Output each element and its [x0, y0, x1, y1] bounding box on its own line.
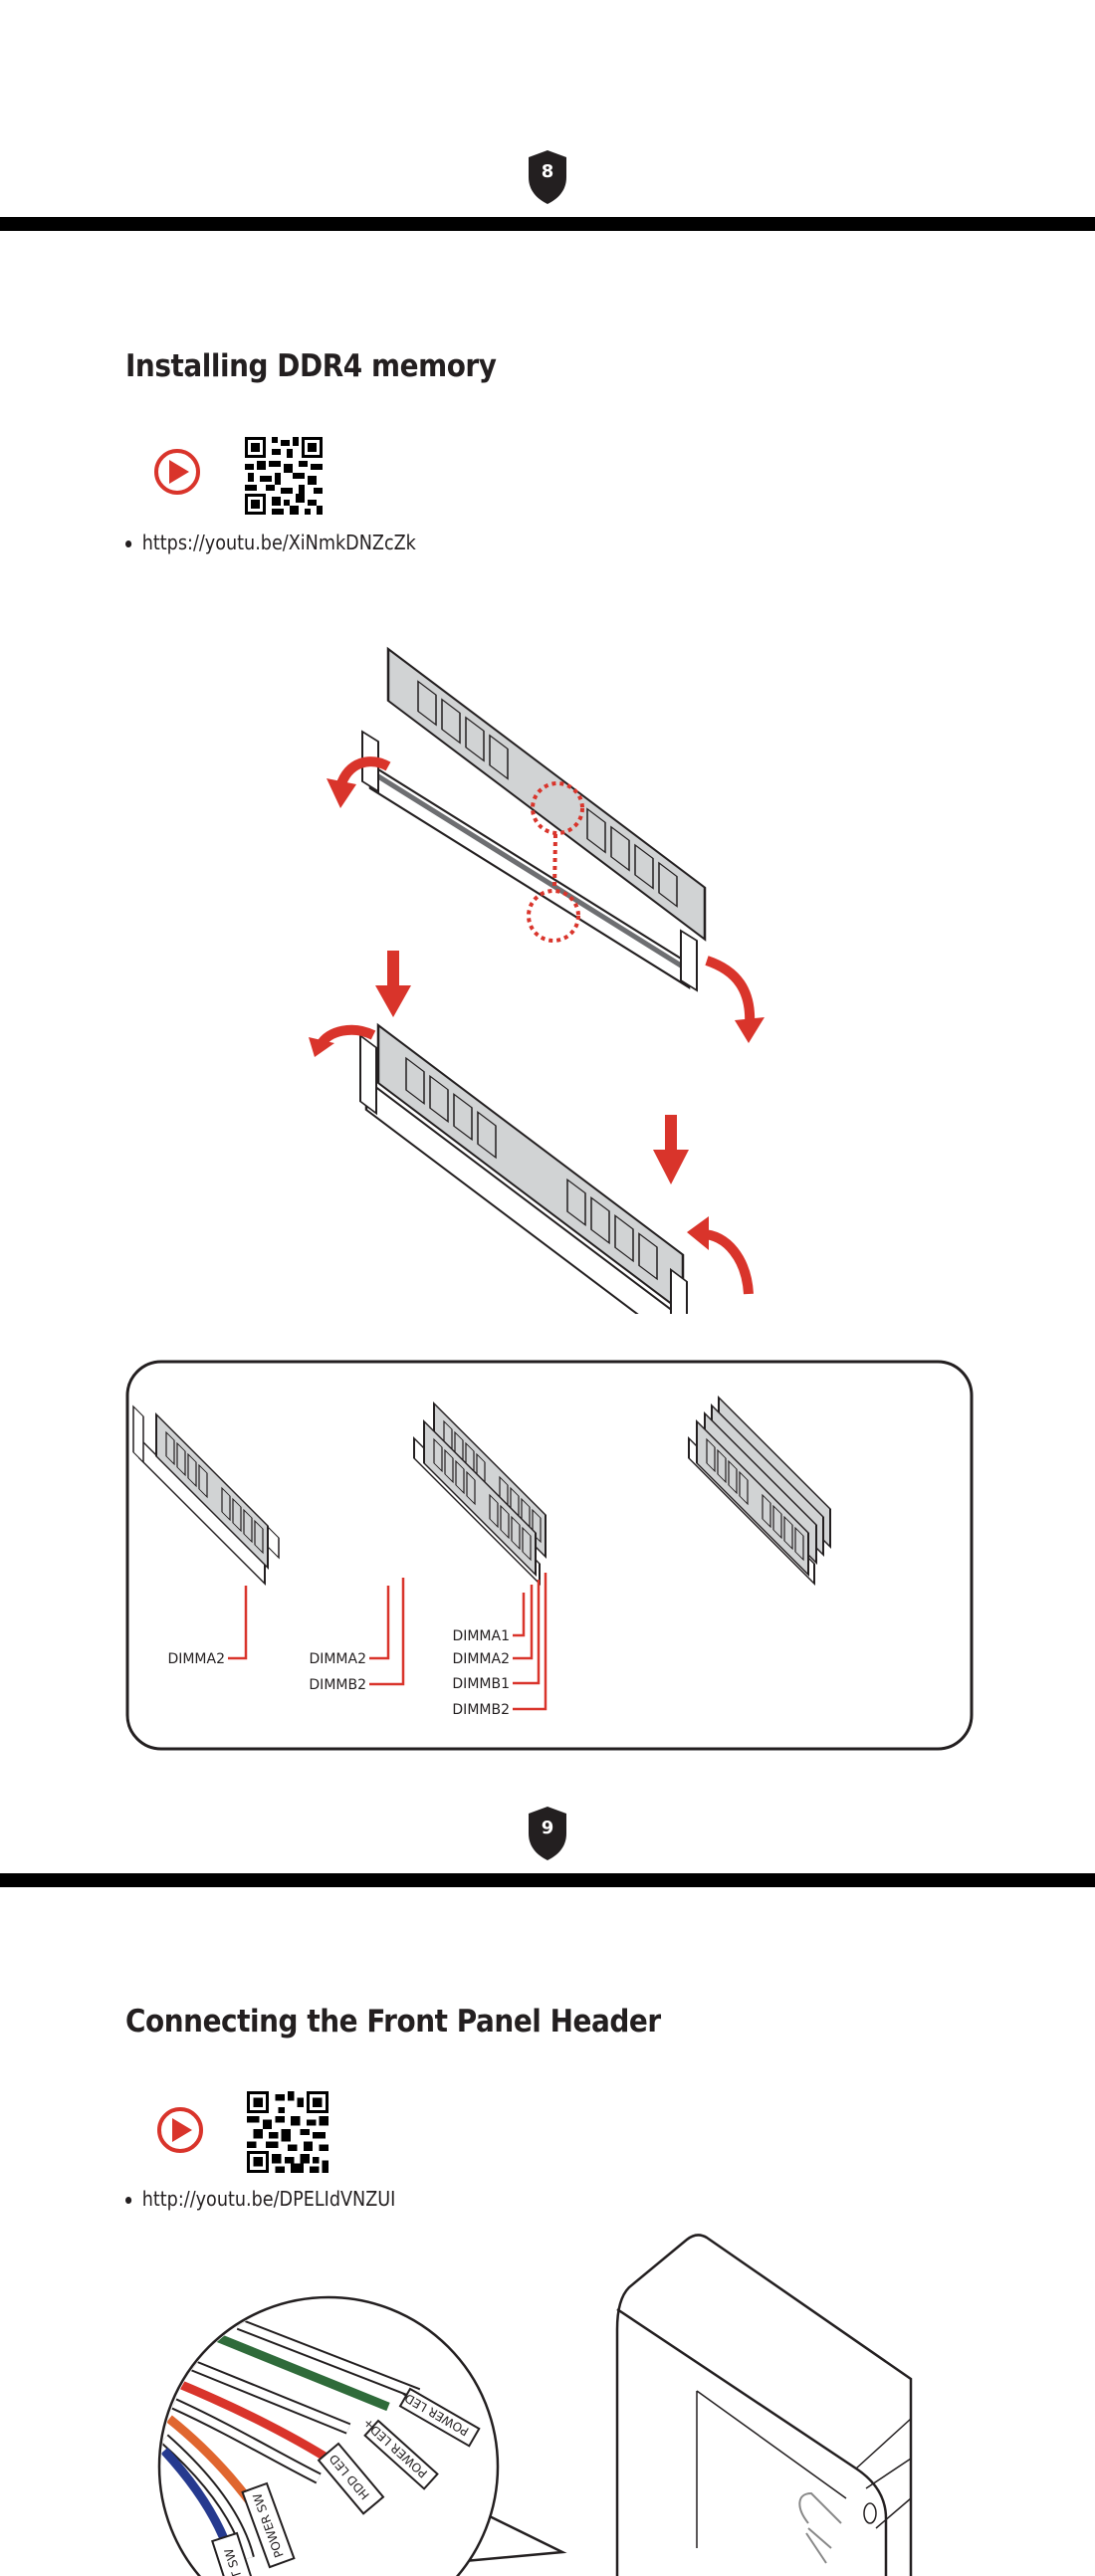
slot-label: DIMMA2: [309, 1651, 366, 1667]
step-number: 9: [541, 1818, 554, 1838]
play-video-icon[interactable]: [155, 2105, 205, 2155]
ram-module: [386, 646, 707, 942]
dimm-slot: [361, 730, 698, 992]
qr-code[interactable]: [247, 2090, 328, 2174]
pc-case: [615, 2234, 913, 2576]
step-badge: 8: [526, 149, 569, 205]
arrow-icon: [735, 1017, 765, 1043]
two-module-configuration: [413, 1401, 547, 1586]
front-panel-illustration: POWER LED- POWER LED+ HDD LED POWER SW R…: [157, 2234, 913, 2576]
front-panel-wires: POWER LED- POWER LED+ HDD LED POWER SW R…: [161, 2318, 481, 2576]
one-module-configuration: [132, 1404, 280, 1586]
bullet: [125, 540, 132, 547]
slot-label: DIMMB2: [452, 1702, 510, 1718]
qr-code[interactable]: [245, 436, 323, 516]
shield-icon: [529, 150, 566, 204]
zoom-callout-circle: [157, 2295, 500, 2576]
ram-module-seated: [376, 1022, 685, 1314]
video-link[interactable]: https://youtu.be/XiNmkDNZcZk: [125, 531, 416, 554]
slot-label: DIMMA1: [452, 1628, 510, 1644]
four-module-configuration: [688, 1395, 831, 1586]
slot-label: DIMMB2: [309, 1677, 366, 1693]
play-video-icon[interactable]: [152, 447, 202, 497]
push-down-arrow-icon: [375, 951, 411, 1017]
section-divider: [0, 217, 1095, 231]
push-down-arrow-icon: [653, 1115, 689, 1184]
shield-icon: [529, 1807, 566, 1860]
section-title: Connecting the Front Panel Header: [125, 2004, 661, 2039]
slot-label: DIMMA2: [167, 1651, 225, 1667]
arrow-icon: [327, 778, 356, 808]
step-badge: 9: [526, 1806, 569, 1861]
slot-label: DIMMB1: [452, 1676, 510, 1692]
bullet: [125, 2197, 132, 2204]
section-title: Installing DDR4 memory: [125, 348, 497, 384]
step-number: 8: [541, 161, 554, 182]
video-link[interactable]: http://youtu.be/DPELIdVNZUI: [125, 2187, 395, 2211]
section-divider: [0, 1873, 1095, 1887]
video-url[interactable]: https://youtu.be/XiNmkDNZcZk: [141, 531, 416, 554]
dimm-slot: [359, 1033, 688, 1314]
video-url[interactable]: http://youtu.be/DPELIdVNZUI: [141, 2187, 396, 2211]
memory-install-illustration: [309, 646, 765, 1314]
slot-label: DIMMA2: [452, 1651, 510, 1667]
dimm-configuration-panel: DIMMA2 DIMMA2 DIMMB2 DIMMA1 DIMMA2 DIMMB…: [125, 1360, 974, 1751]
